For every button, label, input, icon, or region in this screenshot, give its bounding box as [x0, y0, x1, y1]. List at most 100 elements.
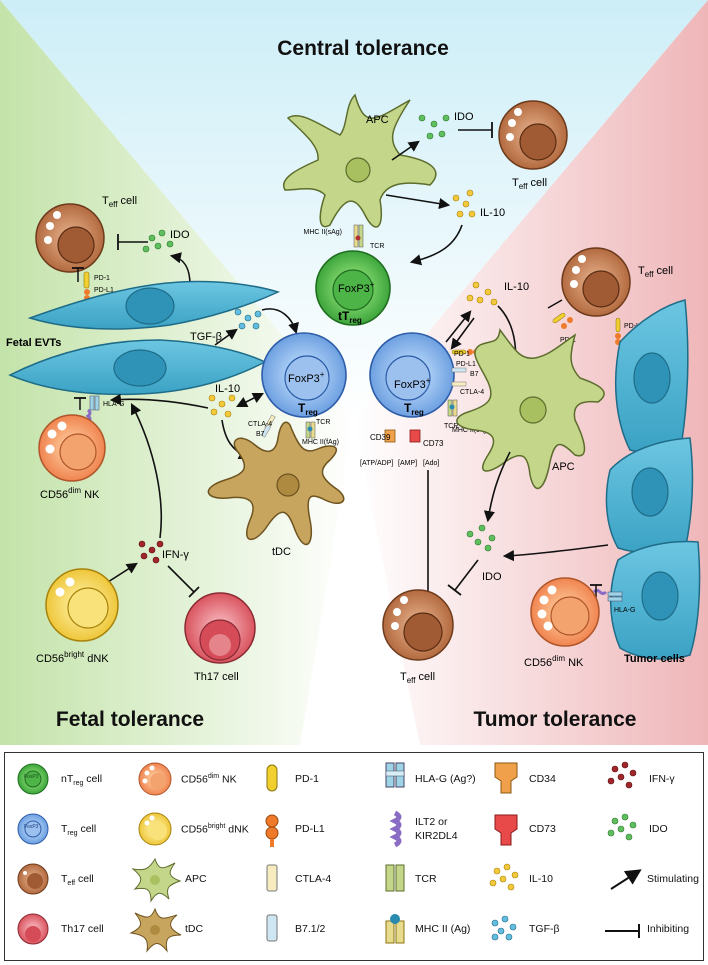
arrow-apc-il10-top	[385, 194, 451, 210]
legend-dnk-label: CD56bright dNK	[181, 823, 249, 836]
apc-right-label: APC	[552, 461, 575, 473]
legend-ctla4-label: CTLA-4	[295, 873, 332, 885]
legend-cd73-label: CD73	[529, 823, 556, 835]
mhc-tcr-top	[353, 224, 364, 248]
apc-top	[282, 93, 437, 228]
legend-stimulating-label: Stimulating	[647, 873, 699, 885]
arrow-apc-ido-top	[391, 140, 420, 161]
legend-ntreg-label: nTreg cell	[61, 773, 103, 788]
atp-label: [ATP/ADP]	[360, 460, 393, 467]
treg-cell-left	[261, 332, 347, 418]
teff-top-label: Teff cell	[512, 177, 547, 191]
nk-right-label: CD56dim NK	[524, 654, 584, 669]
mhc-sag-label: MHC II(sAg)	[304, 229, 343, 236]
legend-il10-label: IL-10	[529, 873, 553, 885]
legend-ido-label: IDO	[649, 823, 668, 835]
il10-dots-left	[208, 394, 236, 418]
tdc-label: tDC	[272, 546, 291, 558]
apc-right	[456, 328, 605, 490]
amp-label: [AMP]	[398, 460, 417, 467]
legend-treg-label: Treg cell	[61, 823, 97, 838]
legend-pd1-icon	[266, 764, 278, 792]
pdl1-left-label: PD-L1	[94, 287, 114, 294]
nk-cell-right	[530, 577, 600, 647]
pd1-mid-label: PD-1	[454, 351, 470, 358]
teff-right-label: Teff cell	[638, 265, 673, 279]
arrow-evt-ido	[169, 252, 191, 286]
dnk-label: CD56bright dNK	[36, 650, 109, 665]
arrow-il10-treg-right	[450, 317, 475, 350]
ido-left-label: IDO	[170, 229, 190, 241]
il10-top-label: IL-10	[480, 207, 505, 219]
arrow-il10-ttreg	[409, 224, 463, 266]
ttreg-label: tTreg	[338, 309, 362, 325]
pd1-pdl1-left	[83, 271, 90, 301]
arrow-il10-evt	[109, 393, 209, 409]
fetal-evts-label: Fetal EVTs	[6, 337, 61, 349]
treg-left-label: Treg	[298, 401, 318, 417]
teff-cell-top	[498, 100, 568, 170]
arrow-evt-tgfb	[214, 328, 238, 346]
legend-ifng-icon	[607, 761, 637, 789]
legend-inhibiting-icon	[605, 924, 640, 938]
ido-right-label: IDO	[482, 571, 502, 583]
il10-right-label: IL-10	[504, 281, 529, 293]
legend-nkdim-label: CD56dim NK	[181, 773, 237, 786]
fetal-evt-lower	[8, 339, 267, 396]
legend-tdc-icon	[129, 907, 182, 953]
legend-apc-label: APC	[185, 873, 207, 885]
il10-left-label: IL-10	[215, 383, 240, 395]
tumor-cells	[605, 299, 701, 660]
nk-left-label: CD56dim NK	[40, 486, 100, 501]
teff-cell-left	[35, 203, 105, 273]
teff-cell-right	[561, 247, 631, 317]
teff-cell-bottom	[382, 589, 454, 661]
inhibit-ifng-th17	[167, 565, 195, 593]
ido-dots-top	[418, 114, 450, 140]
pdl1-mid-label: PD-L1	[456, 361, 476, 368]
pd1-ctla4-mid	[447, 349, 479, 417]
ifng-label: IFN-γ	[162, 549, 189, 561]
tdc-cell	[207, 421, 345, 546]
legend-teff-label: Teff cell	[61, 873, 94, 888]
central-tolerance-title: Central tolerance	[277, 37, 449, 60]
legend-tdc-label: tDC	[185, 923, 204, 935]
pdl1-right-label: PD-L1	[624, 323, 644, 330]
legend-treg-foxp3: FoxP3	[24, 824, 39, 830]
mhc-tag-label: MHC II(tAg)	[452, 427, 489, 434]
treg-cell-right	[369, 332, 455, 418]
ado-label: [Ado]	[423, 460, 439, 467]
legend-pd1-label: PD-1	[295, 773, 319, 785]
legend-ido-icon	[607, 813, 637, 841]
ido-dots-left	[142, 229, 174, 253]
hlag-left-label: HLA-G	[103, 401, 124, 408]
th17-label: Th17 cell	[194, 671, 239, 683]
tgfb-dots	[234, 308, 262, 330]
legend-th17-icon	[17, 913, 49, 945]
dnk-cell	[45, 568, 119, 642]
legend-panel: nTreg cell Treg cell Teff cell Th17 cell…	[4, 752, 704, 961]
ctla4-b7-left	[260, 414, 316, 439]
apc-top-label: APC	[366, 114, 389, 126]
legend-cd34-label: CD34	[529, 773, 556, 785]
arrow-dnk-ifng	[107, 562, 138, 583]
legend-ctla4-icon	[266, 864, 278, 892]
legend-nkdim-icon	[138, 762, 172, 796]
legend-treg-icon	[17, 813, 49, 845]
th17-cell	[184, 592, 256, 664]
cd73-label: CD73	[423, 439, 444, 448]
legend-tgfb-label: TGF-β	[529, 923, 560, 935]
cd39-label: CD39	[370, 433, 391, 442]
arrow-tumor-ido	[502, 544, 609, 562]
legend-b7-icon	[266, 914, 278, 942]
fetal-tolerance-title: Fetal tolerance	[56, 708, 204, 731]
treg-left-foxp3: FoxP3+	[288, 370, 325, 385]
ctla4-mid-label: CTLA-4	[460, 389, 484, 396]
tolerance-diagram: Central tolerance Fetal tolerance Tumor …	[0, 0, 708, 745]
tcr-mid-label: TCR	[444, 423, 458, 430]
ttreg-cell	[315, 250, 391, 326]
nk-cell-left	[38, 414, 106, 482]
legend-il10-icon	[489, 863, 519, 891]
b7-mid-label: B7	[470, 371, 479, 378]
teff-left-label: Teff cell	[102, 195, 137, 209]
